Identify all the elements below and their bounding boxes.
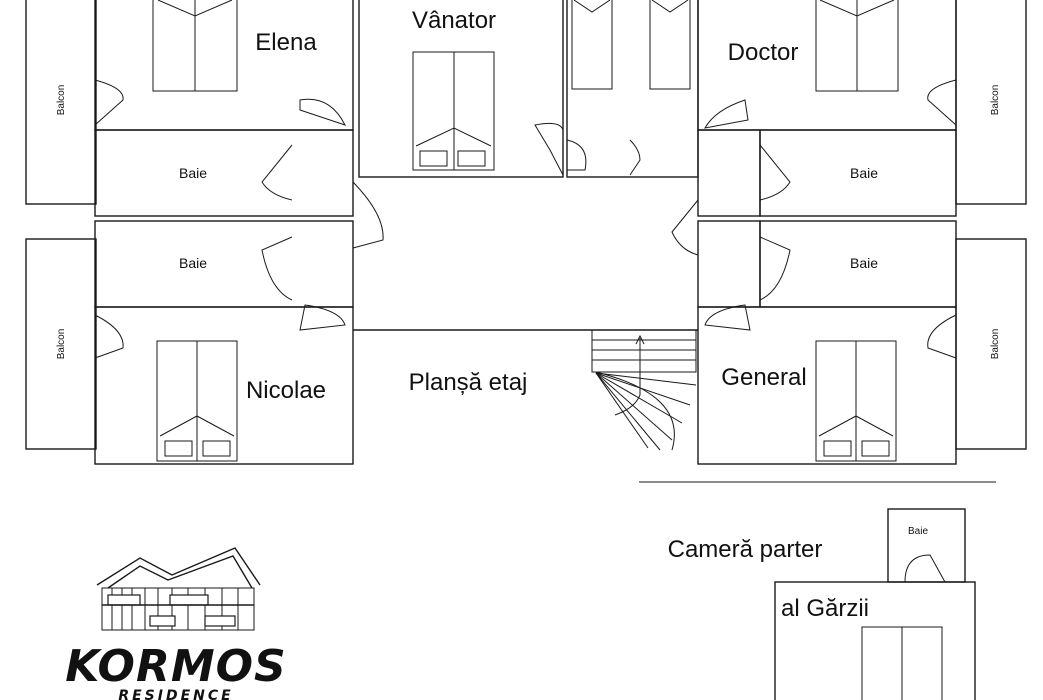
room-nicolae: [94, 306, 354, 465]
logo-subtitle: RESIDENCE: [118, 688, 233, 700]
staircase: [591, 329, 697, 451]
room-label-general: General: [721, 364, 806, 391]
ground-bathroom-label: Baie: [908, 526, 928, 537]
balcony-top-right: [955, 0, 1027, 205]
balcony-label-bottom-left: Balcon: [56, 329, 67, 360]
floor-plan-label: Planșă etaj: [409, 369, 528, 396]
balcony-label-top-right: Balcon: [990, 85, 1001, 116]
room-label-doctor: Doctor: [728, 39, 799, 66]
logo-name: KORMOS: [65, 641, 286, 692]
right-wing: Doctor Balcon Baie Baie General Balcon: [697, 0, 1027, 465]
bathroom-label-bottom-left: Baie: [179, 255, 207, 271]
room-label-elena: Elena: [255, 29, 317, 56]
room-vanator: [358, 0, 564, 178]
bathroom-top-left: [94, 129, 354, 217]
bathroom-label-top-left: Baie: [179, 165, 207, 181]
balcony-bottom-left: [25, 238, 97, 450]
left-wing: Balcon Elena Baie Baie Balcon Nicolae: [25, 0, 384, 465]
balcony-top-left: [25, 0, 97, 205]
ground-room: [774, 581, 976, 700]
room-elena: [94, 0, 354, 131]
ground-room-label-2: al Gărzii: [781, 595, 869, 622]
ground-bathroom: [887, 508, 966, 583]
bathroom-label-bottom-right: Baie: [850, 255, 878, 271]
center: Vânator Planșă etaj: [353, 0, 699, 451]
balcony-bottom-right: [955, 238, 1027, 450]
balcony-label-top-left: Balcon: [56, 85, 67, 116]
kormos-logo: KORMOS RESIDENCE: [65, 547, 286, 700]
room-label-nicolae: Nicolae: [246, 377, 326, 404]
ground-room-label-1: Cameră parter: [668, 536, 823, 563]
logo-house-icon: [96, 547, 261, 631]
bathroom-label-top-right: Baie: [850, 165, 878, 181]
ground-floor: Cameră parter Baie al Gărzii: [668, 508, 976, 700]
bathroom-bottom-left: [94, 220, 354, 308]
balcony-label-bottom-right: Balcon: [990, 329, 1001, 360]
room-label-vanator: Vânator: [412, 7, 496, 34]
